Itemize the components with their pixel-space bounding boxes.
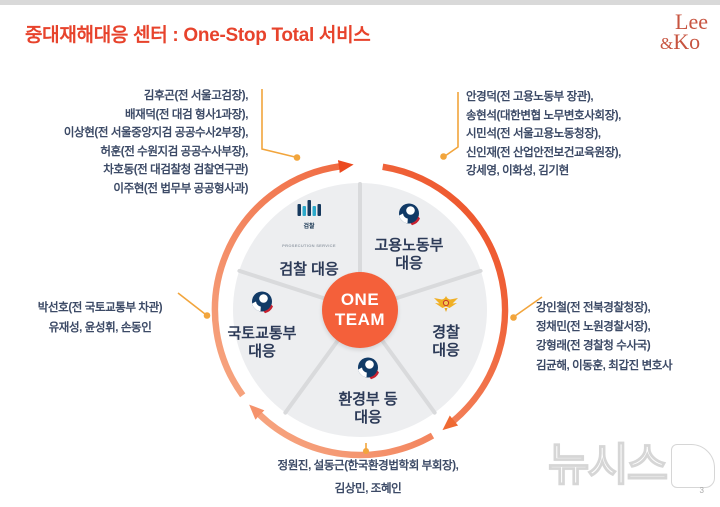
segment-molit-label-line1: 국토교통부 [227,325,297,342]
list-item: 김후곤(전 서울고검장), [143,90,248,102]
logo-ko: Ko [673,29,701,54]
list-item: 김상민, 조혜인 [334,482,402,495]
segment-environment: 환경부 등 대응 [308,356,428,427]
list-item: 김균해, 이동훈, 최갑진 변호사 [536,359,673,372]
leeko-logo: Lee & Ko [660,11,708,53]
list-item: 이주현(전 법무부 공공형사과) [113,182,248,195]
segment-prosecution-label: 검찰 대응 [279,261,339,278]
newsis-logo-mark-icon [671,444,716,488]
list-item: 안경덕(전 고용노동부 장관), [466,91,594,103]
gov-emblem-icon [250,290,274,319]
segment-police-label-line2: 대응 [432,342,460,359]
name-list-police: 강인철(전 전북경찰청장), 정채민(전 노원경찰서장), 강형래(전 경찰청 … [536,299,716,376]
name-list-molit: 박선호(전 국토교통부 차관) 유재성, 윤성휘, 손동인 [10,299,190,338]
segment-molit-label-line2: 대응 [248,343,276,360]
list-item: 시민석(전 서울고용노동청장), [466,128,601,141]
logo-lee: Lee [675,9,708,34]
segment-police-label-line1: 경찰 [432,324,460,341]
list-item: 유재성, 윤성휘, 손동인 [48,321,152,334]
newsis-watermark-text: 뉴시스 [547,439,669,490]
segment-prosecution: 검찰 PROSECUTION SERVICE 검찰 대응 [259,200,359,279]
connector-line-labor [444,92,459,157]
list-item: 이상현(전 서울중앙지검 공공수사2부장), [63,127,249,140]
connector-dot-prosecution [293,154,301,161]
connector-line-prosecution [261,89,296,158]
page-title: 중대재해대응 센터 : One-Stop Total 서비스 [25,25,371,46]
list-item: 허훈(전 수원지검 공공수사부장), [100,145,248,158]
name-list-prosecution: 김후곤(전 서울고검장), 배재덕(전 대검 형사1과장), 이상현(전 서울중… [10,87,249,199]
prosecution-logo-caption: 검찰 [303,224,315,230]
logo-ampersand: & [660,34,674,53]
one-team-line2: TEAM [334,310,386,329]
list-item: 강세영, 이화성, 김기현 [466,165,569,178]
prosecution-logo-icon: 검찰 PROSECUTION SERVICE [282,200,336,255]
segment-labor-label-line2: 대응 [395,255,423,272]
police-badge-icon [433,295,459,318]
prosecution-logo-subcaption: PROSECUTION SERVICE [282,243,336,248]
segment-environment-label-line1: 환경부 등 [338,391,398,408]
list-item: 송현석(대한변협 노무변호사회장), [466,109,621,122]
one-team-center: ONE TEAM [322,272,398,348]
list-item: 배재덕(전 대검 형사1과장), [124,108,248,121]
segment-labor: 고용노동부 대응 [349,202,469,273]
segment-labor-label-line1: 고용노동부 [374,237,444,254]
name-list-environment: 정원진, 설동근(한국환경법학회 부회장), 김상민, 조혜인 [218,455,518,500]
list-item: 정원진, 설동근(한국환경법학회 부회장), [277,460,459,472]
list-item: 강인철(전 전북경찰청장), [536,302,651,314]
connector-dot-environment [363,448,369,454]
connector-dot-labor [440,153,447,160]
newsis-watermark: 뉴시스 [547,439,716,490]
list-item: 신인재(전 산업안전보건교육원장), [466,146,621,159]
gov-emblem-icon [397,202,421,231]
segment-police: 경찰 대응 [406,295,486,360]
name-list-labor: 안경덕(전 고용노동부 장관), 송현석(대한변협 노무변호사회장), 시민석(… [466,88,716,181]
segment-environment-label-line2: 대응 [354,409,382,426]
slide-top-edge [0,0,720,5]
list-item: 정채민(전 노원경찰서장), [536,321,651,334]
one-team-line1: ONE [340,290,380,309]
list-item: 박선호(전 국토교통부 차관) [37,302,163,314]
list-item: 강형래(전 경찰청 수사국) [536,340,651,353]
page-number: 3 [699,486,704,495]
list-item: 차호동(전 대검찰청 검찰연구관) [103,164,248,177]
segment-molit: 국토교통부 대응 [202,290,322,361]
gov-emblem-icon [356,356,380,385]
connector-dot-police [510,314,517,321]
